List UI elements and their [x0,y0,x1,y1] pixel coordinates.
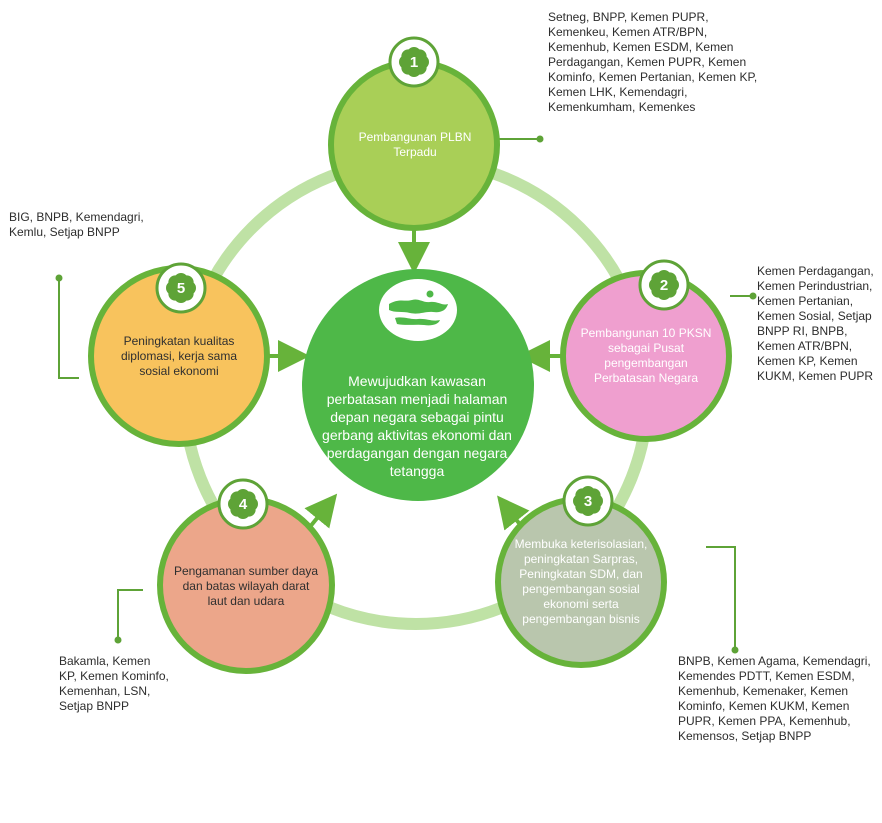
leader-dot-1 [536,135,544,143]
badge-core-2 [652,273,676,297]
leader-lines [55,135,757,654]
number-badges: 1 2 3 4 5 [155,36,690,530]
indonesia-map-icon [379,279,457,341]
node-4-agencies: Bakamla, Kemen KP, Kemen Kominfo, Kemenh… [59,654,169,713]
node-3-agencies: BNPB, Kemen Agama, Kemendagri, Kemendes … [678,654,871,743]
badge-core-5 [169,276,193,300]
node-1-title: Pembangunan PLBN Terpadu [358,130,472,159]
node-1-agencies: Setneg, BNPP, Kemen PUPR, Kemenkeu, Keme… [548,10,758,114]
node-circles [88,59,732,674]
badge-4: 4 [217,478,269,530]
center-circle [302,269,534,501]
badge-number-3: 3 [584,493,592,510]
badge-number-2: 2 [660,277,668,294]
leader-line-4 [117,589,143,640]
arrow-4 [304,493,338,530]
badge-core-4 [231,492,255,516]
badge-number-5: 5 [177,280,185,297]
flow-arrows [266,230,561,534]
badge-core-1 [402,50,426,74]
leader-dot-2 [749,292,757,300]
node-5-title: Peningkatan kualitas diplomasi, kerja sa… [120,333,238,378]
badge-3: 3 [562,475,614,527]
leader-line-5 [58,278,79,379]
leader-dot-5 [55,274,63,282]
node-3-title: Membuka keterisolasian, peningkatan Sarp… [514,537,648,626]
badge-1: 1 [388,36,440,88]
badge-number-4: 4 [239,496,248,513]
leader-dot-3 [731,646,739,654]
badge-core-3 [576,489,600,513]
badge-5: 5 [155,262,207,314]
leader-dot-4 [114,636,122,644]
node-5-agencies: BIG, BNPB, Kemendagri, Kemlu, Setjap BNP… [9,210,144,239]
badge-2: 2 [638,259,690,311]
node-2-title: Pembangunan 10 PKSN sebagai Pusat pengem… [580,326,712,385]
node-4-title: Pengamanan sumber daya dan batas wilayah… [173,563,319,608]
node-2-agencies: Kemen Perdagangan, Kemen Perindustrian, … [757,264,874,383]
leader-line-3 [706,546,736,650]
badge-number-1: 1 [410,54,418,71]
center-goal-text: Mewujudkan kawasan perbatasan menjadi ha… [322,373,512,479]
